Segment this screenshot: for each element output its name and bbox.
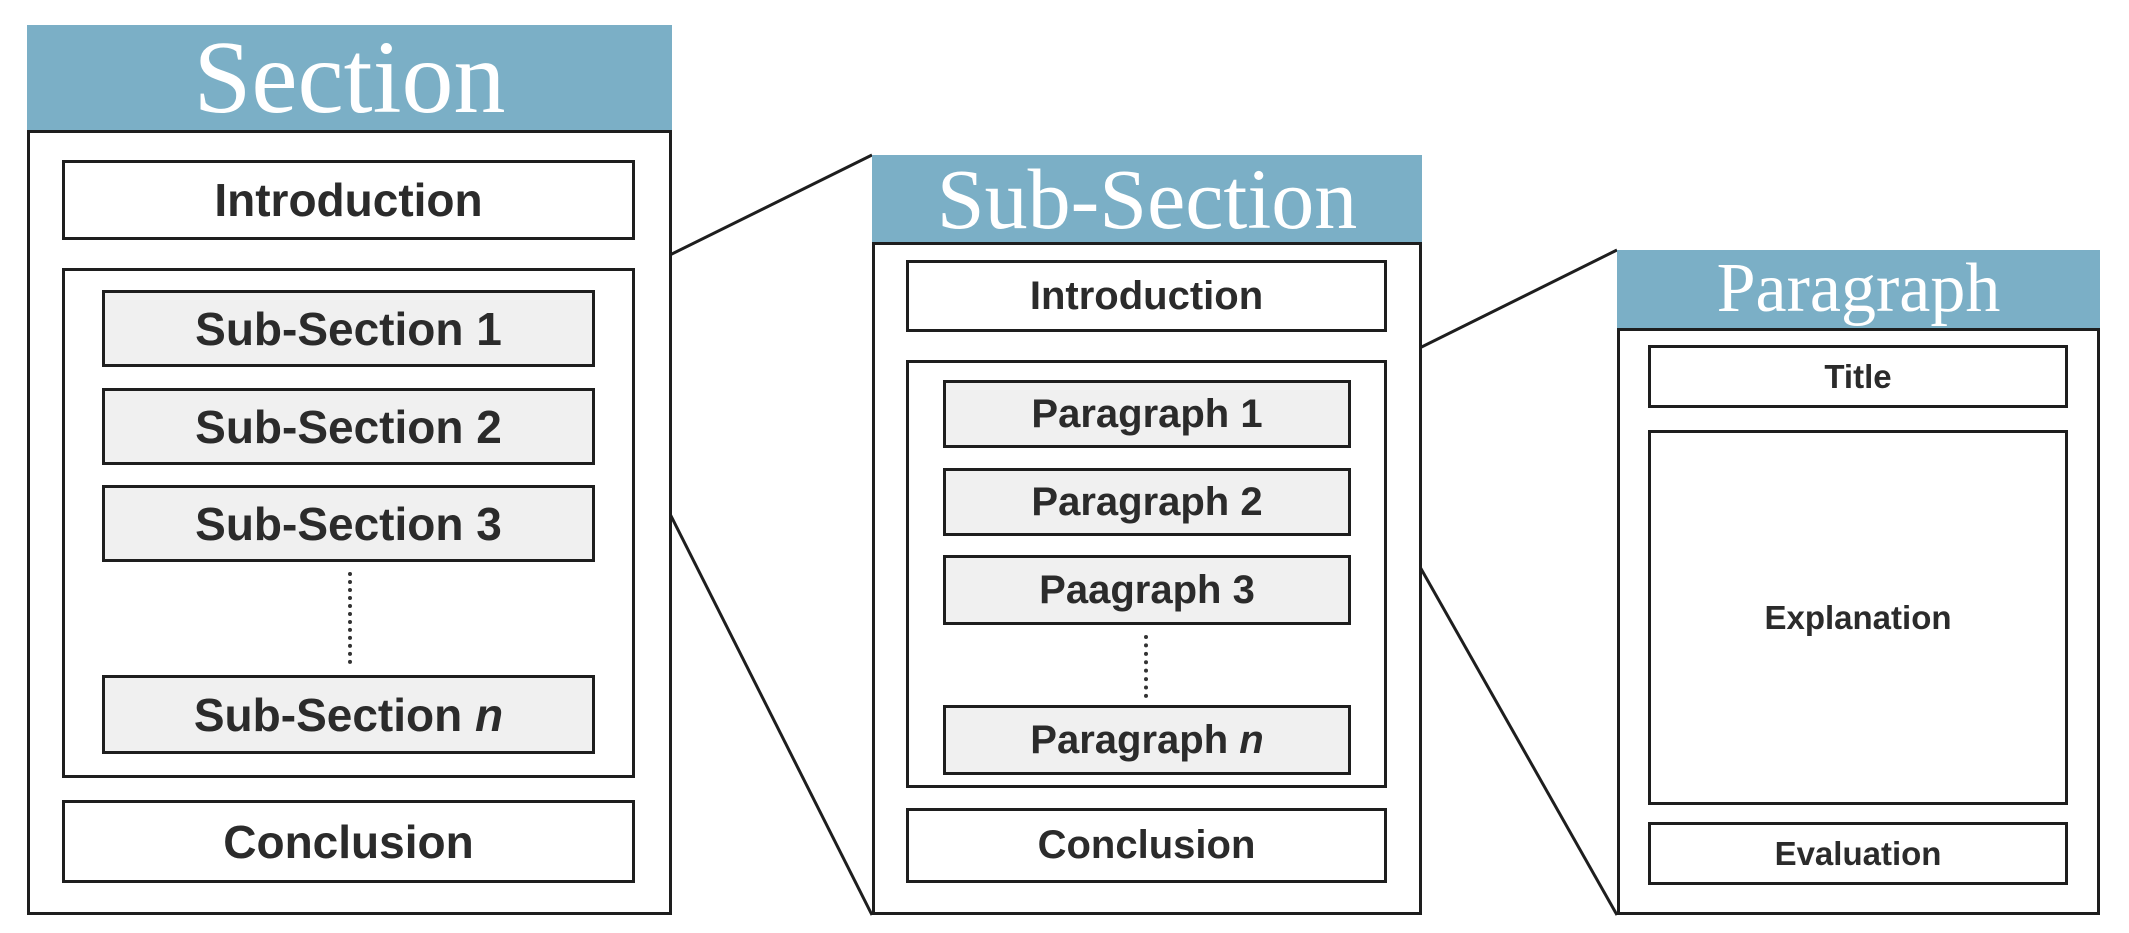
section-subsection-item: Sub-Section 1 bbox=[102, 290, 595, 367]
paragraph-header: Paragraph bbox=[1617, 250, 2100, 328]
paragraph-title-box: Title bbox=[1648, 345, 2068, 408]
subsection-ellipsis-dots bbox=[1144, 635, 1148, 698]
subsection-paragraph-item: Paragraph 2 bbox=[943, 468, 1351, 536]
section-subsection-item-n: Sub-Section n bbox=[102, 675, 595, 754]
section-subsection-item: Sub-Section 2 bbox=[102, 388, 595, 465]
subsection-introduction-box: Introduction bbox=[906, 260, 1387, 332]
section-ellipsis-dots bbox=[348, 572, 352, 664]
paragraph-evaluation-box: Evaluation bbox=[1648, 822, 2068, 885]
subsection-paragraph-item-n: Paragraph n bbox=[943, 705, 1351, 775]
section-conclusion-box: Conclusion bbox=[62, 800, 635, 883]
paragraph-explanation-box: Explanation bbox=[1648, 430, 2068, 805]
subsection-paragraph-n-prefix: Paragraph bbox=[1030, 717, 1229, 762]
section-header: Section bbox=[27, 25, 672, 130]
section-subsection-n-suffix: n bbox=[475, 688, 504, 741]
section-subsection-n-prefix: Sub-Section bbox=[193, 688, 463, 741]
subsection-header: Sub-Section bbox=[872, 155, 1422, 242]
subsection-conclusion-box: Conclusion bbox=[906, 808, 1387, 883]
subsection-paragraph-item: Paagraph 3 bbox=[943, 555, 1351, 625]
section-subsection-item: Sub-Section 3 bbox=[102, 485, 595, 562]
subsection-paragraph-n-suffix: n bbox=[1239, 717, 1264, 762]
section-introduction-box: Introduction bbox=[62, 160, 635, 240]
subsection-paragraph-item: Paragraph 1 bbox=[943, 380, 1351, 448]
